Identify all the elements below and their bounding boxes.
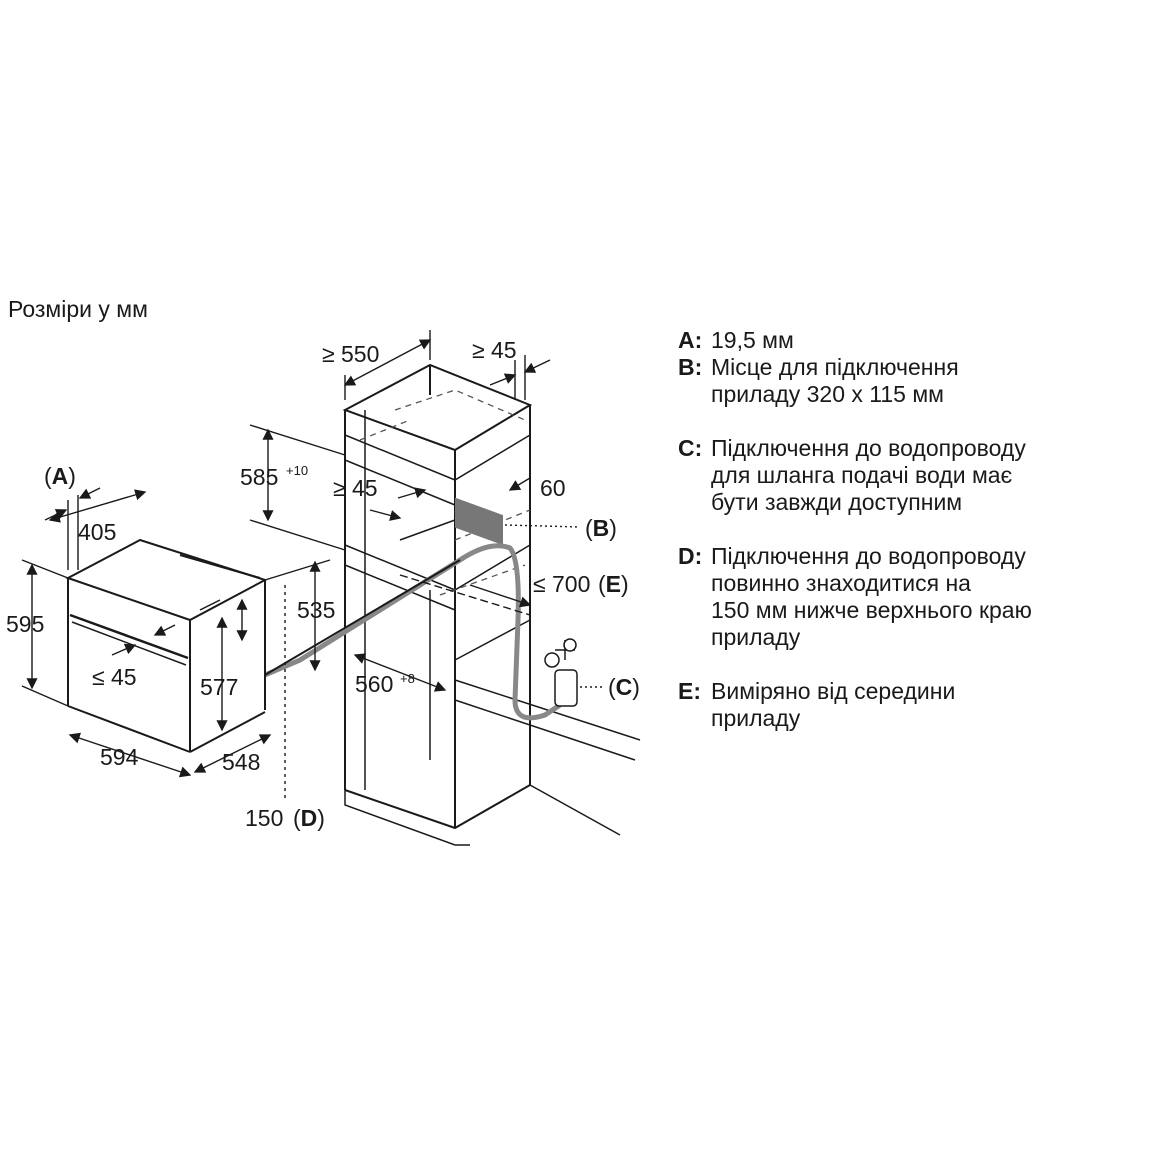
cabinet-hidden-lines [359,389,531,596]
dim-handle: ≤ 45 [92,664,137,690]
dim-side-gap: ≥ 45 [472,337,517,363]
connection-area-b [455,497,503,546]
dim-oven-width: 594 [100,744,139,770]
dim-oven-577: 577 [200,674,238,700]
dim-niche-height-tolerance: +10 [286,463,308,478]
marker-a: (A) [44,463,76,489]
dim-niche-width: 560 [355,671,393,697]
water-tap-icon [544,638,578,707]
legend-key: D: [678,543,703,569]
dim-hose-length: ≤ 700 [533,571,590,597]
dim-vent-gap: ≥ 45 [333,475,378,501]
marker-c: (C) [608,674,640,700]
legend-entry-c: C: Підключення до водопроводу для шланга… [678,435,1148,516]
marker-e: (E) [598,571,629,597]
marker-b: (B) [585,515,617,541]
oven-hose-line [264,559,461,676]
legend-text: 19,5 мм [711,327,794,353]
legend-entry-a: A: 19,5 мм [678,327,1148,354]
legend-text: Виміряно від середини приладу [711,678,956,731]
dim-oven-535: 535 [297,597,335,623]
diagram-title: Розміри у мм [8,296,148,322]
installation-diagram: ≥ 550 ≥ 45 585 +10 ≥ 45 60 (B) ≤ 700 (E)… [6,330,641,846]
dim-oven-405: 405 [78,519,116,545]
legend-entry-e: E: Виміряно від середини приладу [678,678,1148,732]
legend-text: Місце для підключення приладу 320 x 115 … [711,354,959,407]
oven-drawing [65,538,268,753]
legend: A: 19,5 мм B: Місце для підключення прил… [678,327,1148,759]
dim-niche-height: 585 [240,464,278,490]
legend-key: B: [678,354,703,380]
legend-key: A: [678,327,703,353]
dim-oven-height: 595 [6,611,44,637]
dim-water-150: 150 [245,805,283,831]
dim-cabinet-depth: ≥ 550 [322,341,379,367]
legend-key: C: [678,435,703,461]
dim-oven-depth: 548 [222,749,260,775]
legend-key: E: [678,678,701,704]
dimension-lines [21,330,605,800]
legend-entry-d: D: Підключення до водопроводу повинно зн… [678,543,1148,651]
marker-d: (D) [293,805,325,831]
dim-vent-60: 60 [540,475,566,501]
legend-entry-b: B: Місце для підключення приладу 320 x 1… [678,354,1148,408]
legend-text: Підключення до водопроводу для шланга по… [711,435,1026,515]
dim-niche-width-tolerance: +8 [400,671,415,686]
legend-text: Підключення до водопроводу повинно знахо… [711,543,1032,650]
water-hose [264,543,562,721]
